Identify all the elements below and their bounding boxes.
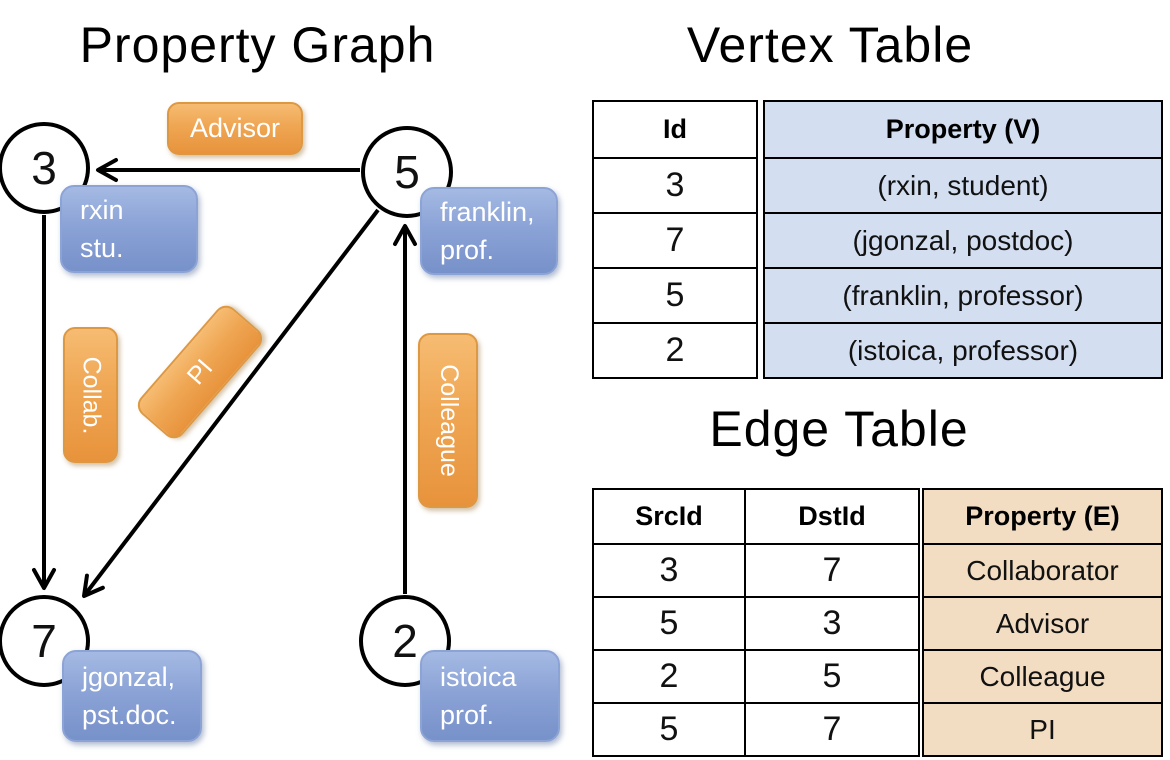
node-7-property-box: jgonzal, pst.doc. — [62, 650, 202, 742]
node-3-property-box: rxin stu. — [60, 185, 198, 273]
edge-row-src: 5 — [594, 596, 744, 649]
node-7-id: 7 — [31, 615, 57, 667]
edge-table-property-column: Property (E) Collaborator Advisor Collea… — [922, 488, 1163, 757]
vertex-row-property: (franklin, professor) — [765, 267, 1161, 322]
edge-row-dst: 5 — [744, 649, 918, 702]
vertex-row-property: (rxin, student) — [765, 157, 1161, 212]
node-7-property-line2: pst.doc. — [82, 700, 177, 730]
edge-table-title: Edge Table — [709, 401, 969, 457]
edge-label-advisor: Advisor — [167, 102, 303, 155]
edge-label-pi-text: PI — [181, 353, 218, 390]
property-graph-title: Property Graph — [79, 17, 436, 73]
edge-row-property: Collaborator — [924, 543, 1161, 596]
node-5-property-box: franklin, prof. — [420, 187, 558, 275]
vertex-row-id: 2 — [594, 322, 756, 377]
vertex-table-property-column: Property (V) (rxin, student) (jgonzal, p… — [763, 100, 1163, 379]
edge-table-property-header: Property (E) — [965, 501, 1120, 531]
edge-table-dst-header: DstId — [744, 490, 918, 543]
vertex-row-id: 5 — [594, 267, 756, 322]
node-5-property-line2: prof. — [440, 235, 495, 265]
node-2-property-line1: istoica — [440, 661, 517, 692]
edge-row-dst: 7 — [744, 543, 918, 596]
vertex-row-property: (jgonzal, postdoc) — [765, 212, 1161, 267]
edge-row-property: Advisor — [924, 596, 1161, 649]
edge-row-property: Colleague — [924, 649, 1161, 702]
vertex-table-title: Vertex Table — [686, 17, 974, 73]
edge-table-src-header: SrcId — [635, 501, 703, 531]
edge-label-pi: PI — [132, 300, 268, 444]
edge-label-colleague: Colleague — [418, 333, 478, 508]
edge-label-advisor-text: Advisor — [189, 113, 281, 143]
graph-node-3: 3 — [0, 122, 90, 214]
node-3-property-line2: stu. — [80, 233, 124, 263]
vertex-row-id: 3 — [594, 157, 756, 212]
edge-row-src: 3 — [594, 543, 744, 596]
node-3-id: 3 — [31, 142, 57, 194]
node-2-id: 2 — [392, 615, 418, 667]
vertex-table-id-header: Id — [663, 114, 687, 144]
edge-table-id-columns: SrcId DstId 3 7 5 3 2 5 5 7 — [592, 488, 920, 757]
node-2-property-box: istoica prof. — [420, 650, 560, 742]
edge-row-dst: 7 — [744, 702, 918, 755]
edge-label-colleague-text: Colleague — [434, 364, 463, 477]
node-2-property-line2: prof. — [440, 700, 495, 730]
node-5-id: 5 — [394, 146, 420, 198]
edge-row-src: 5 — [594, 702, 744, 755]
edge-label-collab: Collab. — [63, 327, 118, 463]
edge-row-property: PI — [924, 702, 1161, 755]
vertex-table-property-header: Property (V) — [885, 114, 1041, 144]
node-5-property-line1: franklin, — [440, 196, 535, 227]
vertex-table-id-column: Id 3 7 5 2 — [592, 100, 758, 379]
node-3-property-line1: rxin — [80, 194, 124, 225]
vertex-row-property: (istoica, professor) — [765, 322, 1161, 377]
edge-label-collab-text: Collab. — [77, 356, 106, 434]
edge-row-dst: 3 — [744, 596, 918, 649]
node-7-property-line1: jgonzal, — [82, 661, 176, 692]
edge-row-src: 2 — [594, 649, 744, 702]
vertex-row-id: 7 — [594, 212, 756, 267]
